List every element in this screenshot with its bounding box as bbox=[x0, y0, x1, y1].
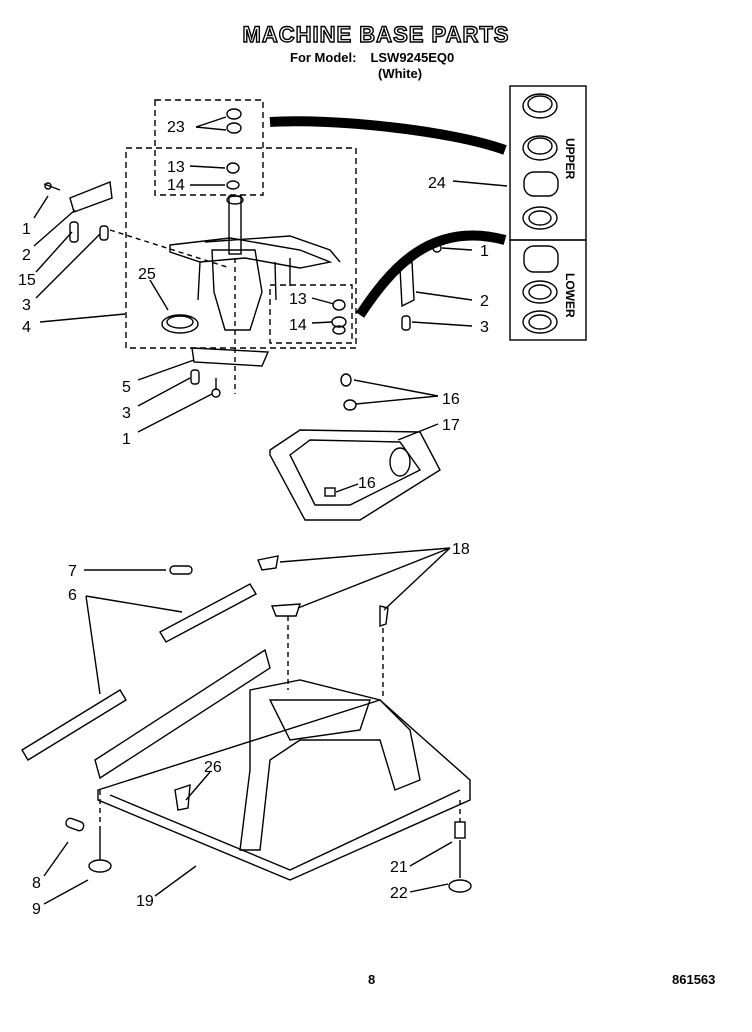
callout-2: 2 bbox=[22, 247, 31, 264]
page-title: MACHINE BASE PARTS bbox=[242, 21, 510, 47]
callout-13: 13 bbox=[289, 291, 307, 308]
lower-kit-box bbox=[509, 239, 587, 341]
callout-5: 5 bbox=[122, 379, 131, 396]
callout-14: 14 bbox=[289, 317, 307, 334]
callout-3: 3 bbox=[480, 319, 489, 336]
callout-23: 23 bbox=[167, 119, 185, 136]
model-color: (White) bbox=[378, 66, 423, 81]
callout-7: 7 bbox=[68, 563, 77, 580]
lower-bearing-group-box bbox=[269, 284, 353, 344]
callout-16: 16 bbox=[442, 391, 460, 408]
callout-14: 14 bbox=[167, 177, 185, 194]
callout-18: 18 bbox=[452, 541, 470, 558]
upper-kit-label: UPPER bbox=[563, 138, 577, 180]
callout-25: 25 bbox=[138, 266, 156, 283]
callout-26: 26 bbox=[204, 759, 222, 776]
callout-13: 13 bbox=[167, 159, 185, 176]
callout-3: 3 bbox=[122, 405, 131, 422]
callout-2: 2 bbox=[480, 293, 489, 310]
callout-24: 24 bbox=[428, 175, 446, 192]
callout-17: 17 bbox=[442, 417, 460, 434]
callout-9: 9 bbox=[32, 901, 41, 918]
page-number: 8 bbox=[368, 972, 376, 987]
document-code: 861563 bbox=[672, 972, 716, 987]
callout-3: 3 bbox=[22, 297, 31, 314]
callout-4: 4 bbox=[22, 319, 31, 336]
callout-1: 1 bbox=[480, 243, 489, 260]
callout-19: 19 bbox=[136, 893, 154, 910]
for-model-label: For Model: bbox=[290, 50, 357, 65]
callout-21: 21 bbox=[390, 859, 408, 876]
lower-kit-label: LOWER bbox=[563, 273, 577, 318]
callout-15: 15 bbox=[18, 272, 36, 289]
callout-6: 6 bbox=[68, 587, 77, 604]
model-number: LSW9245EQ0 bbox=[370, 50, 455, 65]
model-line: For Model: LSW9245EQ0 bbox=[290, 50, 454, 65]
callout-22: 22 bbox=[390, 885, 408, 902]
callout-1: 1 bbox=[122, 431, 131, 448]
callout-16: 16 bbox=[358, 475, 376, 492]
drive-assembly-group-box bbox=[125, 147, 357, 349]
callout-8: 8 bbox=[32, 875, 41, 892]
callout-1: 1 bbox=[22, 221, 31, 238]
upper-bearing-group-box bbox=[154, 99, 264, 196]
